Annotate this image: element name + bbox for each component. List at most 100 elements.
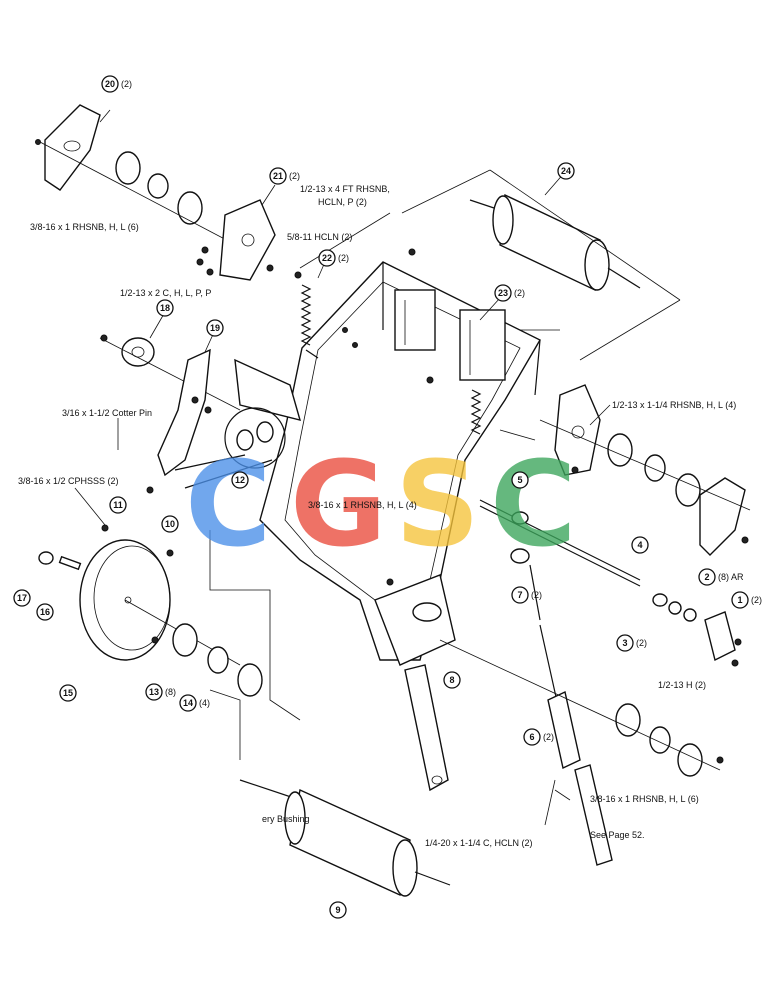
- callout-circle: [511, 471, 529, 489]
- callout-circle: [179, 694, 197, 712]
- link-8: [404, 664, 449, 792]
- callout-number: 11: [113, 500, 123, 510]
- label-cotter-pin: 3/16 x 1-1/2 Cotter Pin: [62, 408, 152, 418]
- callout-number: 9: [335, 905, 340, 915]
- callout-circle: [523, 728, 541, 746]
- label-see-page: See Page 52.: [590, 830, 645, 840]
- callout-circle: [269, 167, 287, 185]
- callout-23: 23 (2): [494, 284, 525, 302]
- callout-quantity: (2): [636, 638, 647, 648]
- callout-16: 16: [36, 603, 54, 621]
- fasteners: [35, 139, 749, 764]
- callout-7: 7(2): [511, 586, 542, 604]
- roller-24: [469, 193, 641, 292]
- label-bolt-1-1-4: 1/2-13 x 1-1/4 RHSNB, H, L (4): [612, 400, 736, 410]
- callout-circle: [698, 568, 716, 586]
- callout-quantity: (2): [289, 171, 300, 181]
- text-labels: 3/8-16 x 1 RHSNB, H, L (6) 1/2-13 x 4 FT…: [18, 184, 736, 848]
- watermark-letter-g: G: [290, 435, 387, 573]
- callout-number: 5: [517, 475, 522, 485]
- callout-8: 8: [443, 671, 461, 689]
- bracket-21: [201, 199, 276, 281]
- callout-4: 4: [631, 536, 649, 554]
- label-bolt-2c: 1/2-13 x 2 C, H, L, P, P: [120, 288, 211, 298]
- callout-19: 19: [206, 319, 224, 337]
- label-nut-1-2-13h: 1/2-13 H (2): [658, 680, 706, 690]
- callout-circle: [616, 634, 634, 652]
- label-bolt-4ft-b: HCLN, P (2): [318, 197, 367, 207]
- callout-22: 22 (2): [318, 249, 349, 267]
- callout-circle: [631, 536, 649, 554]
- callout-quantity: (8): [165, 687, 176, 697]
- callout-number: 21: [273, 171, 283, 181]
- spring-23: [470, 389, 482, 435]
- callout-circle: [36, 603, 54, 621]
- rod-6: [510, 548, 613, 866]
- callout-quantity: (2): [121, 79, 132, 89]
- callout-circle: [731, 591, 749, 609]
- bearing-13-14: [172, 623, 263, 697]
- callout-number: 23: [498, 288, 508, 298]
- callout-number: 19: [210, 323, 220, 333]
- callout-12: 12: [231, 471, 249, 489]
- callout-circle: [494, 284, 512, 302]
- callout-number: 12: [235, 475, 245, 485]
- callout-number: 20: [105, 79, 115, 89]
- callout-10: 10: [161, 515, 179, 533]
- callout-number: 4: [637, 540, 642, 550]
- callout-24: 24: [557, 162, 575, 180]
- spring-22: [300, 284, 319, 359]
- callout-circle: [318, 249, 336, 267]
- label-bolt-1-4-20: 1/4-20 x 1-1/4 C, HCLN (2): [425, 838, 533, 848]
- callout-number: 18: [160, 303, 170, 313]
- callout-circle: [13, 589, 31, 607]
- callout-circle: [59, 684, 77, 702]
- callout-number: 3: [622, 638, 627, 648]
- callout-quantity: (4): [199, 698, 210, 708]
- label-bolt-top: 3/8-16 x 1 RHSNB, H, L (6): [30, 222, 139, 232]
- callout-quantity: (8) AR: [718, 572, 744, 582]
- callout-circle: [101, 75, 119, 93]
- callout-13: 13(8): [145, 683, 176, 701]
- bracket-19: [157, 348, 302, 477]
- callout-6: 6 (2): [523, 728, 554, 746]
- label-hcln-5-8: 5/8-11 HCLN (2): [287, 232, 352, 242]
- callout-number: 22: [322, 253, 332, 263]
- callout-quantity: (2): [543, 732, 554, 742]
- callout-number: 10: [165, 519, 175, 529]
- label-bolt-center: 3/8-16 x 1 RHSNB, H, L (4): [308, 500, 417, 510]
- callout-circle: [206, 319, 224, 337]
- callout-15: 15: [59, 684, 77, 702]
- callout-number: 24: [561, 166, 571, 176]
- callout-21: 21 (2): [269, 167, 300, 185]
- callout-14: 14(4): [179, 694, 210, 712]
- callout-3: 3 (2): [616, 634, 647, 652]
- watermark-letter-c1: C: [185, 435, 272, 573]
- right-bracket: [539, 384, 751, 556]
- callout-quantity: (2): [514, 288, 525, 298]
- callout-quantity: (2): [751, 595, 762, 605]
- callout-2: 2(8) AR: [698, 568, 744, 586]
- label-bolt-4ft: 1/2-13 x 4 FT RHSNB,: [300, 184, 390, 194]
- callout-circle: [231, 471, 249, 489]
- callout-circle: [145, 683, 163, 701]
- label-cphsss: 3/8-16 x 1/2 CPHSSS (2): [18, 476, 119, 486]
- callout-quantity: (2): [338, 253, 349, 263]
- roller-9: [239, 779, 451, 897]
- watermark-letter-s: S: [395, 435, 480, 573]
- parts-1-2-3: [652, 593, 742, 667]
- callout-20: 20 (2): [101, 75, 132, 93]
- callout-circle: [329, 901, 347, 919]
- callout-quantity: (2): [531, 590, 542, 600]
- hub-18: [99, 337, 241, 411]
- callout-number: 8: [449, 675, 454, 685]
- bearing-bottom-right: [439, 639, 721, 777]
- callout-number: 6: [529, 732, 534, 742]
- callout-18: 18: [156, 299, 174, 317]
- callout-circle: [511, 586, 529, 604]
- callout-circle: [443, 671, 461, 689]
- parts-16-17: [38, 551, 82, 571]
- callout-number: 15: [63, 688, 73, 698]
